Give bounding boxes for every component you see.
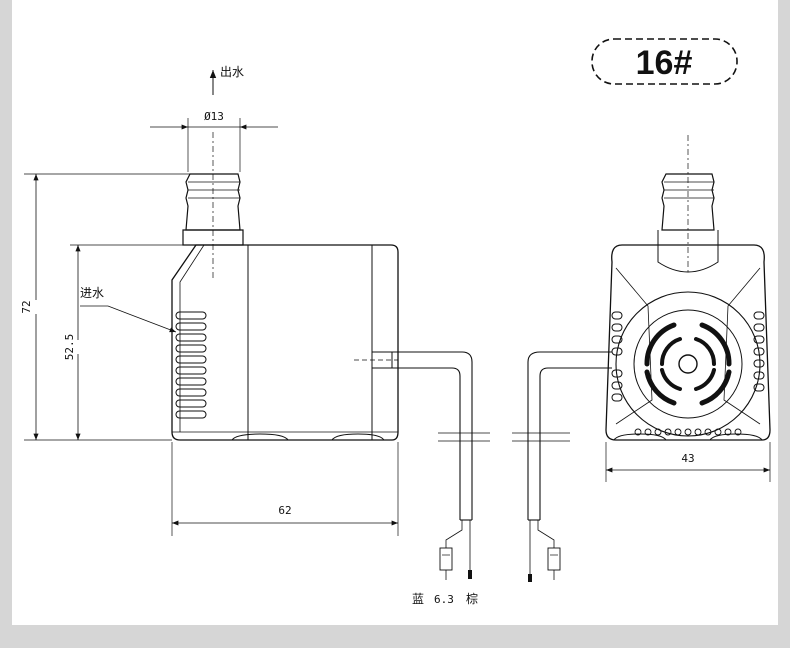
total-height-dim: 72	[20, 300, 33, 313]
wire-label: 蓝 6.3 棕	[412, 591, 478, 606]
length-dim: 62	[278, 504, 291, 517]
pump-body	[171, 244, 399, 441]
terminal-right	[547, 547, 561, 571]
front-side-slots	[611, 311, 765, 402]
cable-side-outer	[392, 351, 473, 520]
front-bottom-holes	[634, 428, 742, 436]
model-badge: 16#	[591, 38, 738, 85]
outlet-label: 出水	[220, 65, 244, 79]
outlet-diameter-dim: Ø13	[204, 110, 224, 123]
terminal-left	[439, 547, 453, 571]
inlet-label: 进水	[80, 286, 104, 300]
body-height-dim: 52.5	[63, 334, 76, 361]
front-pump-body	[605, 244, 771, 441]
wire-color-right: 棕	[466, 591, 478, 606]
suction-foot-right	[331, 433, 385, 441]
suction-foot-left	[231, 433, 289, 441]
side-view: 出水 Ø13	[20, 65, 490, 580]
wire-left-blue	[445, 520, 463, 548]
width-dim: 43	[681, 452, 694, 465]
intake-grille	[175, 311, 207, 419]
model-number: 16#	[636, 44, 693, 82]
wire-right-brown	[537, 520, 555, 548]
inlet-leader	[107, 305, 177, 333]
cable-front-inner	[539, 367, 612, 520]
front-view: 43	[512, 135, 771, 582]
intake-circle	[615, 291, 761, 437]
cable-front-outer	[527, 351, 612, 520]
terminal-size: 6.3	[434, 593, 454, 606]
wire-color-left: 蓝	[412, 592, 424, 606]
cable-side-inner	[392, 367, 461, 520]
impeller-hub	[678, 354, 698, 374]
